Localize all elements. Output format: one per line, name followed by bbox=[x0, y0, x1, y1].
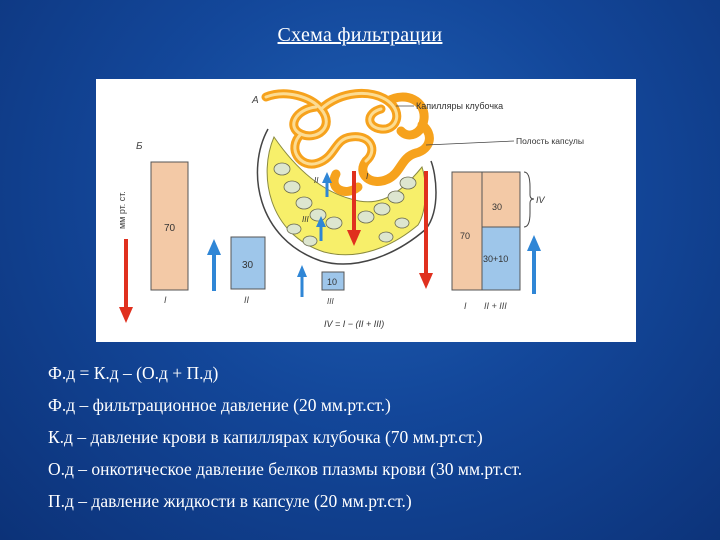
definition-capsule-pressure: П.д – давление жидкости в капсуле (20 мм… bbox=[48, 491, 412, 511]
right-blood-pressure-bar bbox=[451, 171, 483, 291]
right-blue-value: 30+10 bbox=[483, 254, 508, 264]
label-b: Б bbox=[136, 141, 143, 152]
right-roman-2: II + III bbox=[484, 301, 507, 311]
capsule-pressure-value: 10 bbox=[327, 277, 337, 287]
blue-arrow-left-head bbox=[207, 239, 221, 255]
right-opposing-bar bbox=[481, 226, 521, 291]
label-a: А bbox=[251, 95, 259, 106]
formula: IV = I − (II + III) bbox=[324, 319, 384, 329]
right-filtration-part bbox=[481, 171, 521, 228]
capsule-pressure-box bbox=[321, 271, 345, 291]
axis-unit-label: мм рт. ст. bbox=[117, 191, 127, 229]
right-roman-1: I bbox=[464, 301, 467, 311]
oncotic-pressure-box bbox=[230, 236, 266, 290]
slide-title: Схема фильтрации bbox=[277, 24, 443, 46]
glom-label-3: III bbox=[302, 215, 309, 224]
definition-oncotic-pressure: О.д – онкотическое давление белков плазм… bbox=[48, 459, 523, 479]
right-top-value: 30 bbox=[492, 202, 502, 212]
filtration-diagram: Б мм рт. ст. 70 I 30 II А bbox=[96, 79, 636, 342]
red-arrow-center-head bbox=[347, 230, 361, 246]
right-bracket-label: IV bbox=[536, 195, 546, 205]
glom-label-1: II bbox=[314, 176, 319, 185]
oncotic-roman: II bbox=[244, 295, 250, 305]
blood-pressure-roman: I bbox=[164, 295, 167, 305]
label-capsule-cavity: Полость капсулы bbox=[516, 136, 584, 146]
blood-pressure-value: 70 bbox=[164, 223, 176, 234]
capsule-outer-wall bbox=[256, 128, 437, 265]
glom-label-2: I bbox=[366, 172, 369, 181]
definition-capillary-pressure: К.д – давление крови в капиллярах клубоч… bbox=[48, 427, 483, 447]
right-tall-value: 70 bbox=[460, 231, 470, 241]
oncotic-value: 30 bbox=[242, 260, 254, 271]
red-arrow-left-head bbox=[119, 307, 133, 323]
blood-pressure-bar bbox=[150, 161, 189, 291]
iv-bracket bbox=[523, 171, 535, 228]
capsule-cells bbox=[273, 162, 417, 247]
definitions-list: Ф.д = К.д – (О.д + П.д) Ф.д – фильтрацио… bbox=[48, 360, 688, 520]
formula-line: Ф.д = К.д – (О.д + П.д) bbox=[48, 363, 219, 383]
capsule-pressure-roman: III bbox=[327, 297, 334, 306]
definition-filtration: Ф.д – фильтрационное давление (20 мм.рт.… bbox=[48, 395, 391, 415]
label-capillaries: Капилляры клубочка bbox=[416, 101, 503, 111]
